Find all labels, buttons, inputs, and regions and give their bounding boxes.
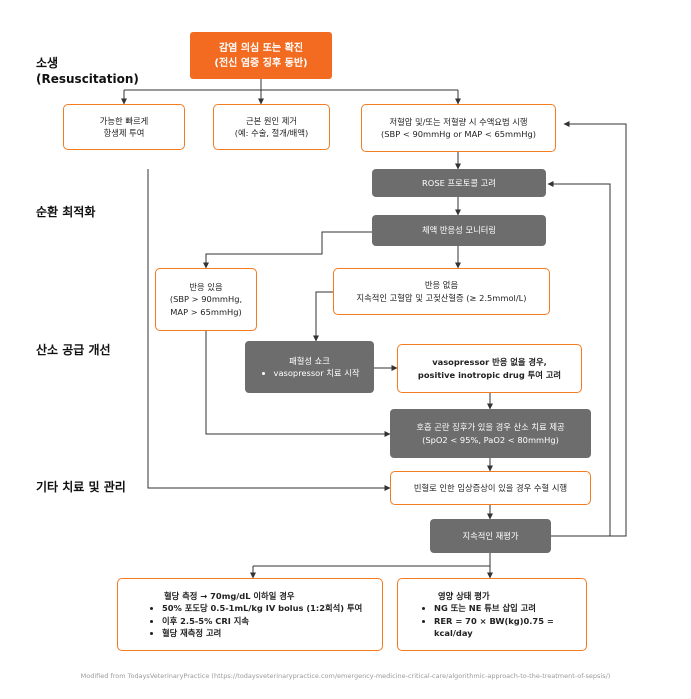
stage-circulation: 순환 최적화 bbox=[36, 205, 96, 219]
node-responsive-line2: (SBP > 90mmHg, bbox=[169, 294, 243, 305]
node-responsive-line3: MAP > 65mmHg) bbox=[170, 306, 242, 317]
node-glucose: 혈당 측정 → 70mg/dL 이하일 경우 50% 포도당 0.5-1mL/k… bbox=[117, 578, 383, 651]
arrow-responsive-to-oxygen bbox=[205, 331, 391, 437]
node-reassess: 지속적인 재평가 bbox=[430, 519, 551, 553]
node-oxygen-therapy-line1: 호흡 곤란 징후가 있을 경우 산소 치료 제공 bbox=[416, 422, 565, 433]
node-septic-shock-line1: 패혈성 쇼크 bbox=[289, 355, 330, 366]
loop-to-fluid-therapy bbox=[551, 121, 627, 537]
node-inotropic-line1: vasopressor 반응 없을 경우, bbox=[432, 357, 547, 368]
node-nutrition-item-1: NG 또는 NE 튜브 삽입 고려 bbox=[434, 602, 586, 614]
node-start-line2: (전신 염증 징후 동반) bbox=[214, 57, 308, 69]
node-septic-shock: 패혈성 쇼크 vasopressor 치료 시작 bbox=[245, 341, 374, 393]
node-rose: ROSE 프로토콜 고려 bbox=[372, 169, 546, 197]
node-source-control: 근본 원인 제거 (예: 수술, 절개/배액) bbox=[213, 104, 330, 150]
node-unresponsive: 반응 없음 지속적인 고혈압 및 고젖산혈증 (≥ 2.5mmol/L) bbox=[333, 268, 550, 315]
stage-other: 기타 치료 및 관리 bbox=[36, 480, 126, 494]
node-rose-line1: ROSE 프로토콜 고려 bbox=[422, 177, 496, 188]
stage-resuscitation: 소생 (Resuscitation) bbox=[36, 55, 139, 87]
loop-to-rose bbox=[547, 181, 611, 536]
node-fluid-therapy-line2: (SBP < 90mmHg or MAP < 65mmHg) bbox=[381, 129, 536, 139]
arrow-initial-to-transfusion bbox=[147, 169, 391, 491]
node-inotropic-line2: positive inotropic drug 투여 고려 bbox=[417, 369, 562, 380]
node-glucose-item-1: 50% 포도당 0.5-1mL/kg IV bolus (1:2희석) 투여 bbox=[162, 602, 362, 614]
node-unresponsive-line2: 지속적인 고혈압 및 고젖산혈증 (≥ 2.5mmol/L) bbox=[356, 292, 527, 303]
stage-resuscitation-subtitle: (Resuscitation) bbox=[36, 72, 139, 87]
stage-resuscitation-title: 소생 bbox=[36, 56, 59, 70]
node-fluid-therapy: 저혈압 및/또는 저혈량 시 수액요법 시행 (SBP < 90mmHg or … bbox=[361, 104, 556, 152]
node-nutrition-list: NG 또는 NE 튜브 삽입 고려 RER = 70 × BW(kg)0.75 … bbox=[420, 602, 586, 639]
source-footer: Modified from TodaysVeterinaryPractice (… bbox=[80, 672, 611, 680]
node-transfusion-line1: 빈혈로 인한 임상증상이 있을 경우 수혈 시행 bbox=[413, 482, 568, 493]
node-inotropic: vasopressor 반응 없을 경우, positive inotropic… bbox=[397, 344, 582, 393]
node-oxygen-therapy-line2: (SpO2 < 95%, PaO2 < 80mmHg) bbox=[422, 434, 559, 445]
node-fluid-monitoring-line1: 체액 반응성 모니터링 bbox=[422, 225, 496, 236]
node-nutrition-title: 영양 상태 평가 bbox=[438, 590, 490, 601]
node-fluid-therapy-line1: 저혈압 및/또는 저혈량 시 수액요법 시행 bbox=[389, 116, 528, 127]
node-glucose-item-2: 이후 2.5-5% CRI 지속 bbox=[162, 615, 362, 627]
node-fluid-monitoring: 체액 반응성 모니터링 bbox=[372, 215, 546, 246]
arrow-to-responsive bbox=[203, 231, 372, 269]
node-nutrition: 영양 상태 평가 NG 또는 NE 튜브 삽입 고려 RER = 70 × BW… bbox=[397, 578, 587, 651]
node-glucose-list: 50% 포도당 0.5-1mL/kg IV bolus (1:2희석) 투여 이… bbox=[148, 602, 362, 639]
node-antibiotics: 가능한 빠르게 항생제 투여 bbox=[63, 104, 185, 150]
node-nutrition-item-2: RER = 70 × BW(kg)0.75 = kcal/day bbox=[434, 615, 586, 640]
node-antibiotics-line1: 가능한 빠르게 bbox=[99, 115, 149, 126]
node-source-control-line2: (예: 수술, 절개/배액) bbox=[234, 128, 309, 138]
arrow-to-septic-shock bbox=[313, 291, 333, 342]
node-septic-shock-list: vasopressor 치료 시작 bbox=[260, 367, 360, 379]
node-transfusion: 빈혈로 인한 임상증상이 있을 경우 수혈 시행 bbox=[390, 471, 591, 505]
node-glucose-item-3: 혈당 재측정 고려 bbox=[162, 627, 362, 639]
node-responsive-line1: 반응 있음 bbox=[189, 281, 223, 292]
node-oxygen-therapy: 호흡 곤란 징후가 있을 경우 산소 치료 제공 (SpO2 < 95%, Pa… bbox=[390, 409, 591, 458]
node-antibiotics-line2: 항생제 투여 bbox=[103, 128, 145, 138]
node-start: 감염 의심 또는 확진 (전신 염증 징후 동반) bbox=[190, 32, 332, 79]
node-septic-shock-line2: vasopressor 치료 시작 bbox=[274, 367, 360, 379]
node-start-line1: 감염 의심 또는 확진 bbox=[218, 42, 304, 54]
node-responsive: 반응 있음 (SBP > 90mmHg, MAP > 65mmHg) bbox=[155, 268, 257, 331]
node-unresponsive-line1: 반응 없음 bbox=[424, 280, 459, 291]
stage-oxygen: 산소 공급 개선 bbox=[36, 343, 111, 357]
node-glucose-title: 혈당 측정 → 70mg/dL 이하일 경우 bbox=[164, 590, 295, 601]
node-source-control-line1: 근본 원인 제거 bbox=[245, 115, 298, 126]
node-reassess-line1: 지속적인 재평가 bbox=[462, 530, 519, 541]
